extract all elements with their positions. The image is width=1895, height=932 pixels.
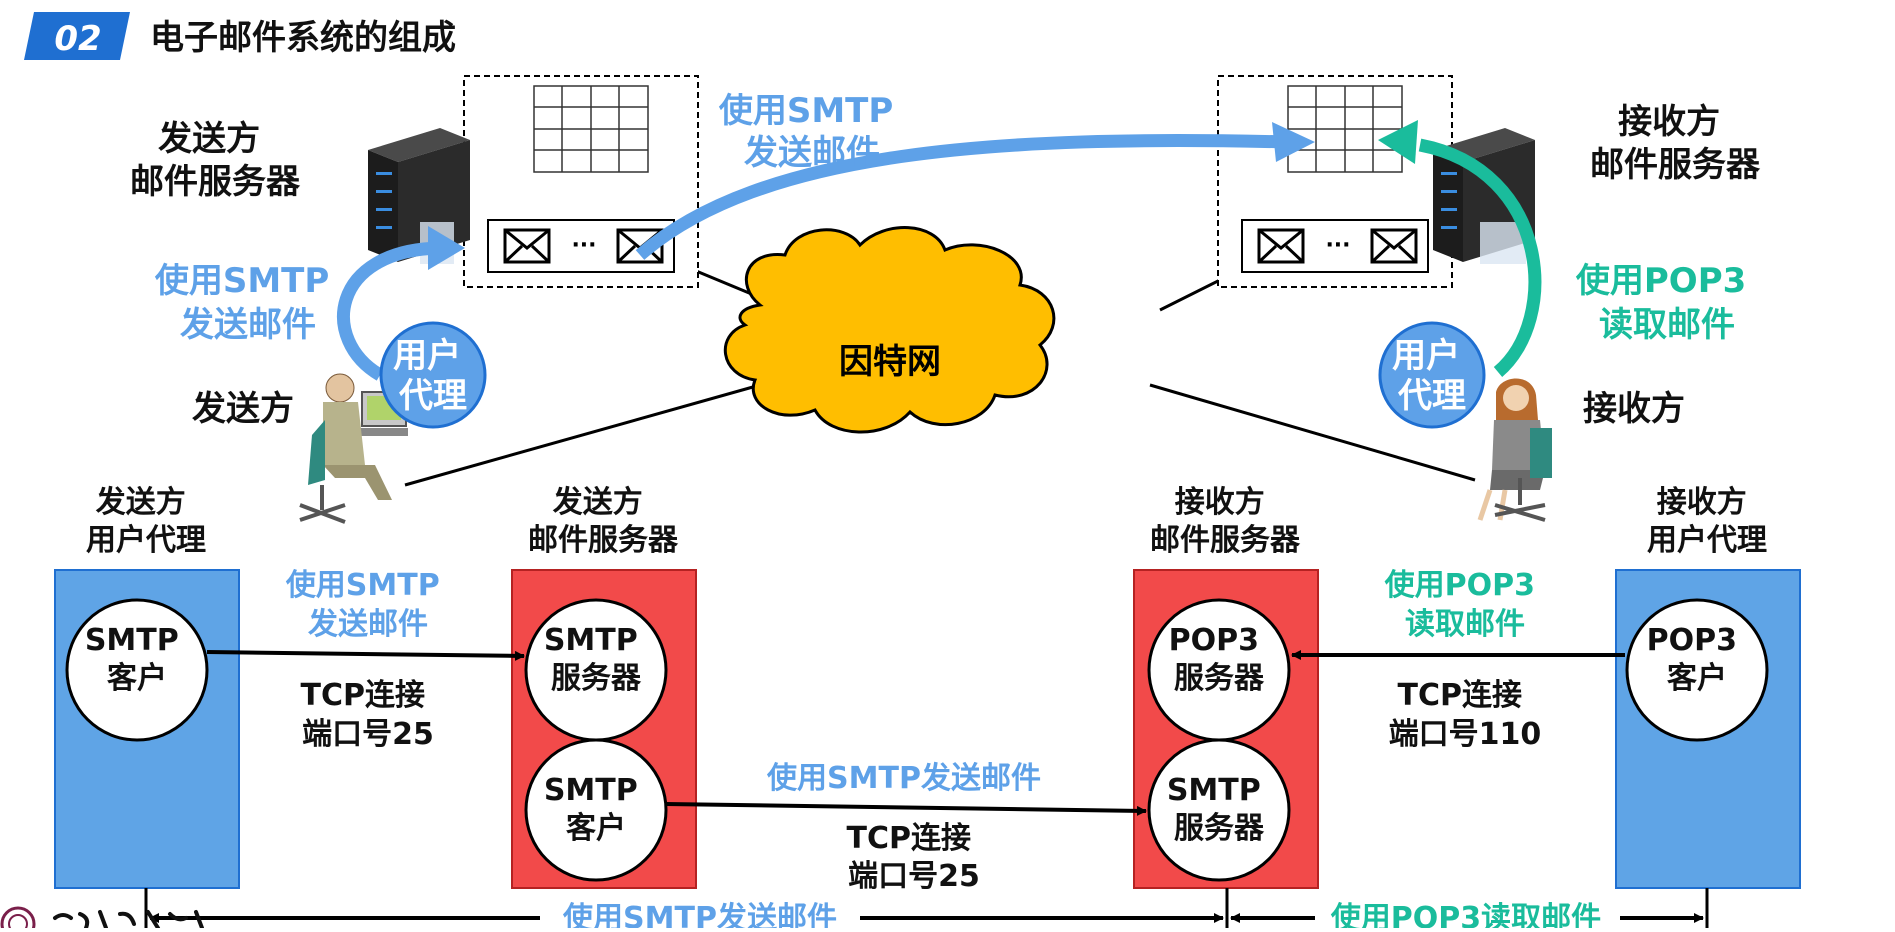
pop3-read-arrow	[1418, 138, 1542, 377]
span-markers	[144, 888, 1709, 928]
internet-cloud	[723, 226, 1056, 434]
svg-text:SMTP 客户: SMTP 客户	[85, 623, 189, 696]
sender-mail-queue-grid	[533, 85, 649, 173]
smtp-server-2: SMTP 服务器	[1147, 738, 1291, 882]
smtp-client-2: SMTP 客户	[524, 738, 668, 882]
link2-tcp: TCP连接 端口号25	[847, 821, 982, 894]
svg-text:POP3 服务器: POP3 服务器	[1169, 623, 1270, 696]
smtp-top-label: 使用SMTP 发送邮件	[718, 91, 905, 173]
svg-text:用户 代理: 用户 代理	[393, 336, 473, 416]
smtp-left-label: 使用SMTP 发送邮件	[154, 261, 341, 345]
receiver-mail-queue-grid	[1287, 85, 1403, 173]
pop3-server: POP3 服务器	[1147, 598, 1291, 742]
svg-text:POP3 客户: POP3 客户	[1647, 623, 1748, 696]
smtp-relay-arrow	[635, 134, 1291, 260]
receiver-server-title: 接收方 邮件服务器	[1150, 485, 1301, 558]
link1-tcp: TCP连接 端口号25	[301, 678, 436, 752]
user-agent-badge-left: 用户 代理	[379, 321, 487, 429]
svg-text:SMTP 服务器: SMTP 服务器	[1167, 773, 1271, 846]
pop3-read-arrowhead	[1378, 120, 1418, 164]
receiver-mailbox-frame: ···	[1217, 75, 1453, 288]
svg-text:SMTP 客户: SMTP 客户	[544, 773, 648, 846]
link2-label: 使用SMTP发送邮件	[766, 761, 1041, 796]
receiver-label: 接收方	[1583, 389, 1685, 429]
sender-server-title: 发送方 邮件服务器	[528, 485, 679, 558]
smtp-send-arrowhead	[428, 226, 465, 270]
user-agent-badge-right: 用户 代理	[1378, 321, 1486, 429]
sender-label: 发送方	[192, 389, 294, 429]
receiver-server-label: 接收方 邮件服务器	[1590, 102, 1761, 185]
mail-dots: ···	[1325, 233, 1350, 258]
pop3-client: POP3 客户	[1625, 598, 1769, 742]
receiver-ua-title: 接收方 用户代理	[1647, 485, 1767, 558]
span-smtp-label: 使用SMTP发送邮件	[562, 901, 837, 928]
section-number: 02	[54, 19, 101, 59]
link2-arrow	[665, 802, 1147, 816]
sender-mailbox-frame: ···	[463, 75, 699, 288]
sender-server-label: 发送方 邮件服务器	[130, 119, 301, 202]
link1-label: 使用SMTP 发送邮件	[285, 568, 450, 642]
svg-text:SMTP 服务器: SMTP 服务器	[544, 623, 648, 696]
smtp-send-arrow	[337, 241, 441, 381]
receiver-user-icon	[1477, 378, 1552, 522]
internet-label: 因特网	[839, 342, 941, 382]
pop3-right-label: 使用POP3 读取邮件	[1575, 261, 1758, 345]
page-title: 电子邮件系统的组成	[150, 18, 456, 58]
mail-dots: ···	[571, 233, 596, 258]
link3-tcp: TCP连接 端口号110	[1389, 678, 1542, 752]
span-pop3-label: 使用POP3读取邮件	[1330, 901, 1601, 928]
envelope-icon	[503, 228, 551, 264]
smtp-relay-arrowhead	[1272, 122, 1315, 162]
link1-arrow	[206, 650, 525, 661]
sender-ua-title: 发送方 用户代理	[86, 485, 206, 558]
link3-label: 使用POP3 读取邮件	[1384, 568, 1546, 642]
section-badge	[24, 12, 130, 60]
smtp-client-1: SMTP 客户	[65, 598, 209, 742]
envelope-icon	[1370, 228, 1418, 264]
svg-text:用户 代理: 用户 代理	[1392, 336, 1472, 416]
envelope-icon	[1257, 228, 1305, 264]
smtp-server-1: SMTP 服务器	[524, 598, 668, 742]
publisher-logo	[0, 906, 204, 932]
